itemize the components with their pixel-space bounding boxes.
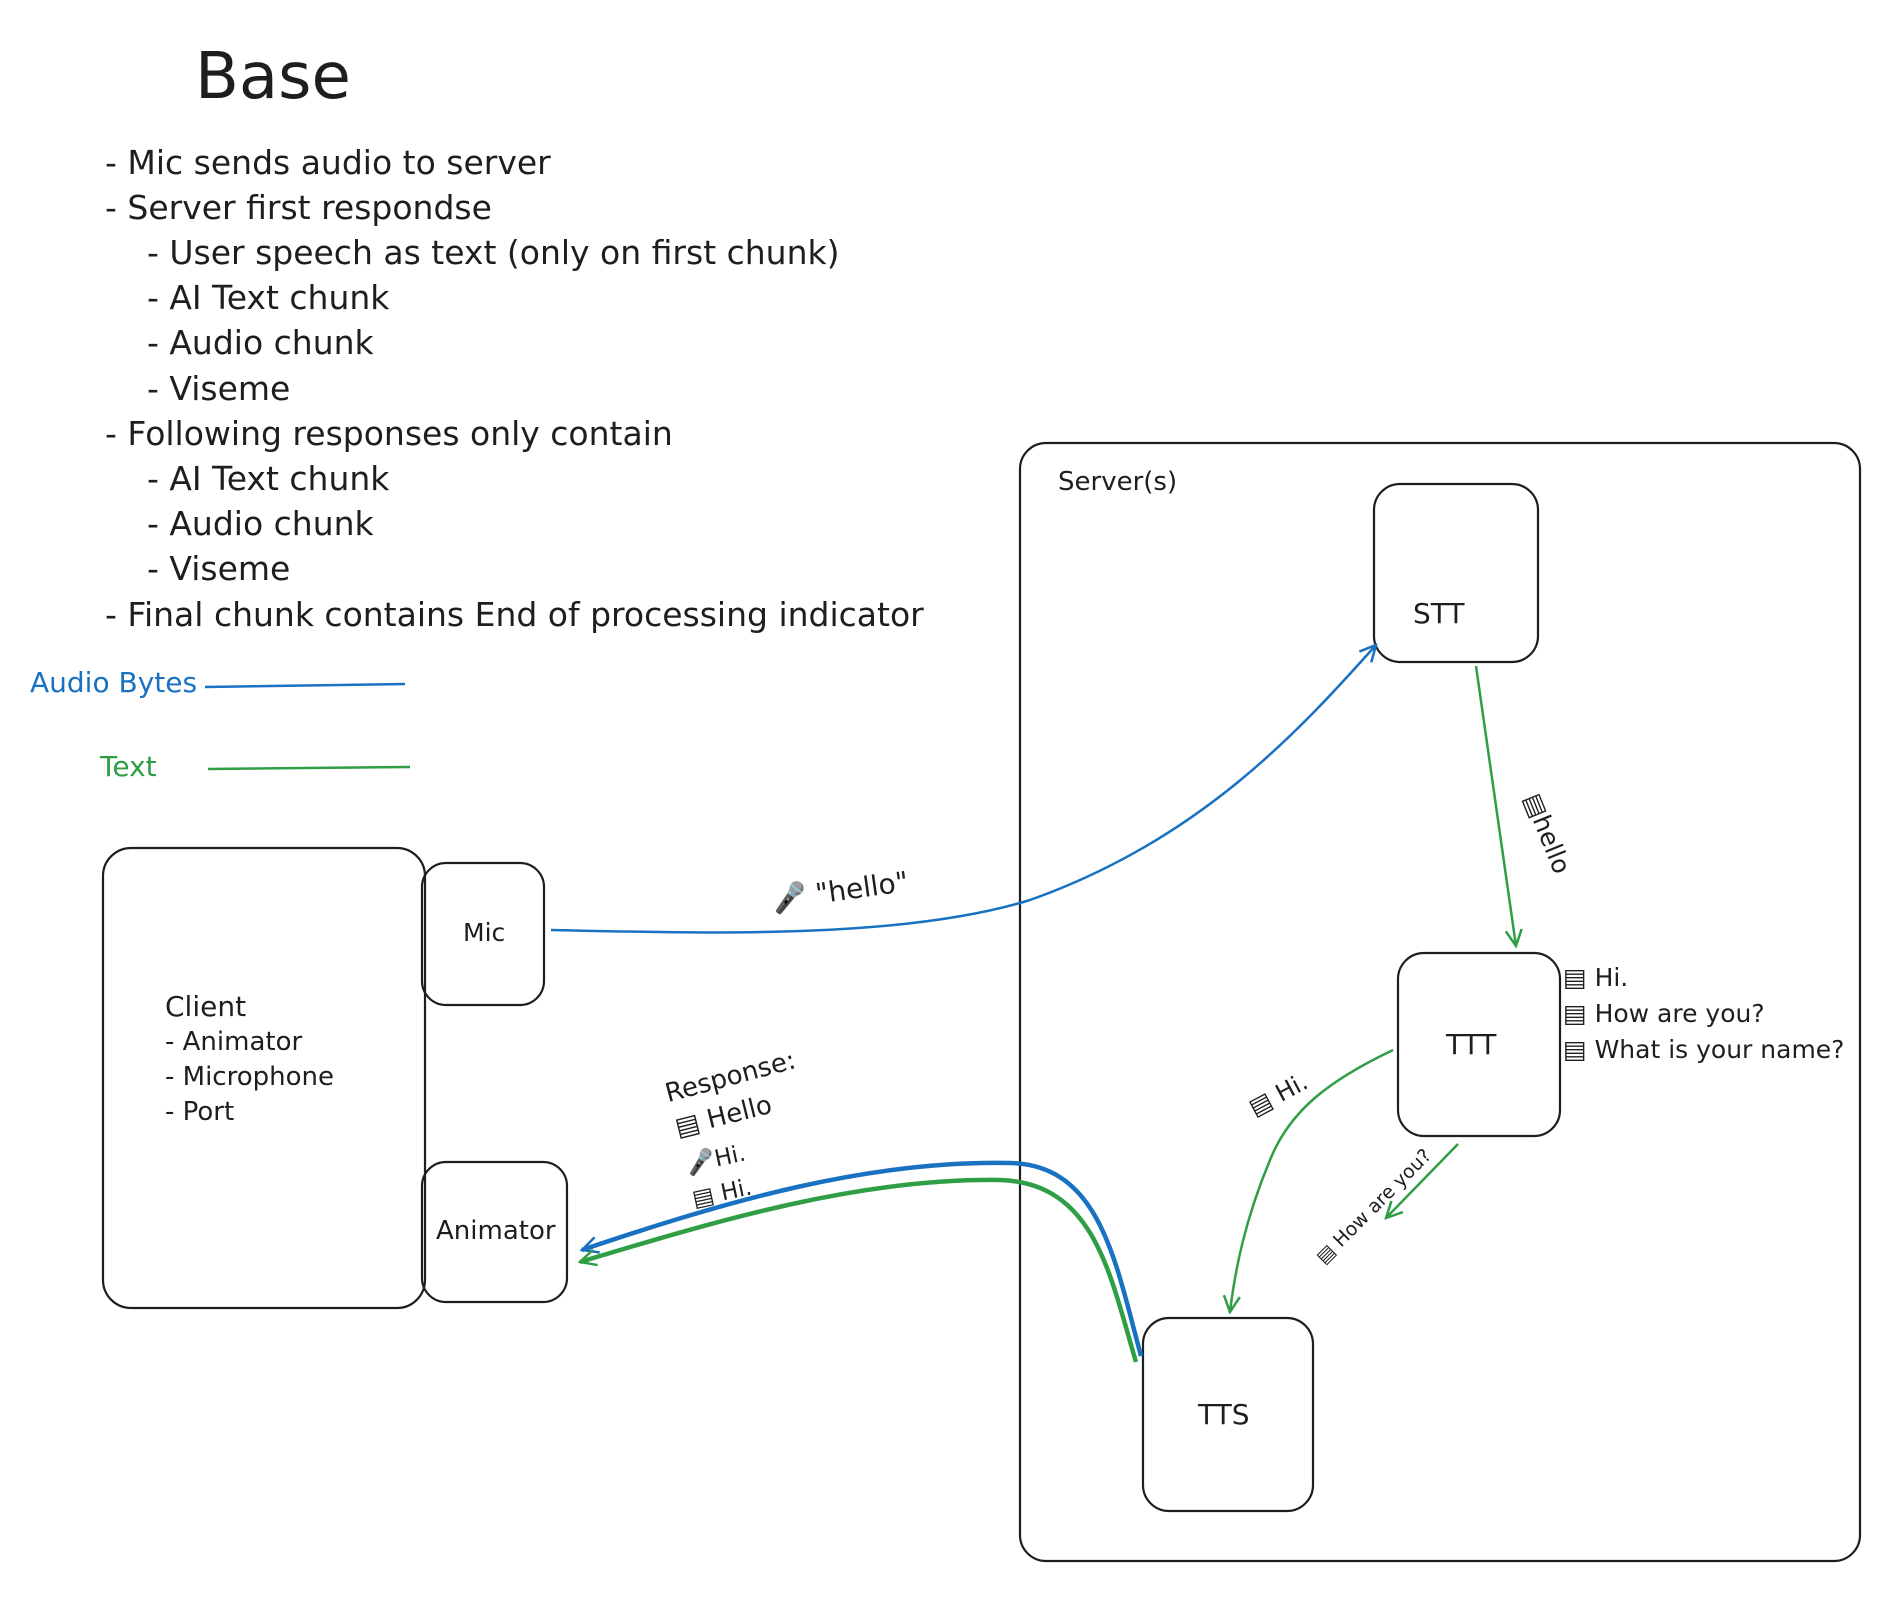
ttt-output: ▤ What is your name? <box>1563 1035 1845 1064</box>
client-box[interactable] <box>101 846 427 1310</box>
ttt-output: ▤ Hi. <box>1563 963 1629 992</box>
ttt-output: ▤ How are you? <box>1563 999 1765 1028</box>
arrow-mic-to-stt[interactable] <box>550 645 1376 934</box>
note-line: - Viseme <box>105 549 291 588</box>
ttt-box[interactable] <box>1396 951 1562 1138</box>
animator-label: Animator <box>436 1216 556 1246</box>
server-container[interactable] <box>1018 441 1862 1563</box>
note-line: - Audio chunk <box>105 504 374 543</box>
arrow-stt-to-ttt[interactable] <box>1474 665 1516 946</box>
animator-box[interactable] <box>420 1160 569 1304</box>
client-title: Client <box>165 990 247 1023</box>
stt-label: STT <box>1413 597 1465 630</box>
legend-text-label: Text <box>100 750 157 783</box>
legend-text-line <box>207 765 411 771</box>
note-line: - Server first respondse <box>105 188 492 227</box>
client-item: - Microphone <box>165 1062 334 1092</box>
ttt-label: TTT <box>1446 1028 1497 1061</box>
client-item: - Animator <box>165 1027 303 1057</box>
note-line: - AI Text chunk <box>105 278 390 317</box>
mic-box[interactable] <box>420 861 546 1007</box>
arrow-tts-to-animator-audio[interactable] <box>582 1160 1144 1357</box>
tts-box[interactable] <box>1141 1316 1315 1513</box>
note-line: - AI Text chunk <box>105 459 390 498</box>
arrow-ttt-to-tts-howareyou[interactable] <box>1386 1143 1459 1218</box>
tts-label: TTS <box>1198 1398 1250 1431</box>
note-line: - Final chunk contains End of processing… <box>105 595 924 634</box>
client-item: - Port <box>165 1097 235 1127</box>
mic-label: Mic <box>463 918 506 947</box>
legend-audio-line <box>204 682 406 689</box>
stt-box[interactable] <box>1372 482 1540 664</box>
page-title: Base <box>195 40 351 114</box>
legend-audio-label: Audio Bytes <box>30 666 198 699</box>
server-label: Server(s) <box>1058 467 1178 497</box>
arrow-ttt-to-tts-hi[interactable] <box>1230 1048 1394 1312</box>
arrow-tts-to-animator-text[interactable] <box>580 1177 1139 1363</box>
note-line: - Following responses only contain <box>105 414 673 453</box>
note-line: - Mic sends audio to server <box>105 143 551 182</box>
note-line: - Audio chunk <box>105 323 374 362</box>
note-line: - Viseme <box>105 369 291 408</box>
note-line: - User speech as text (only on first chu… <box>105 233 840 272</box>
